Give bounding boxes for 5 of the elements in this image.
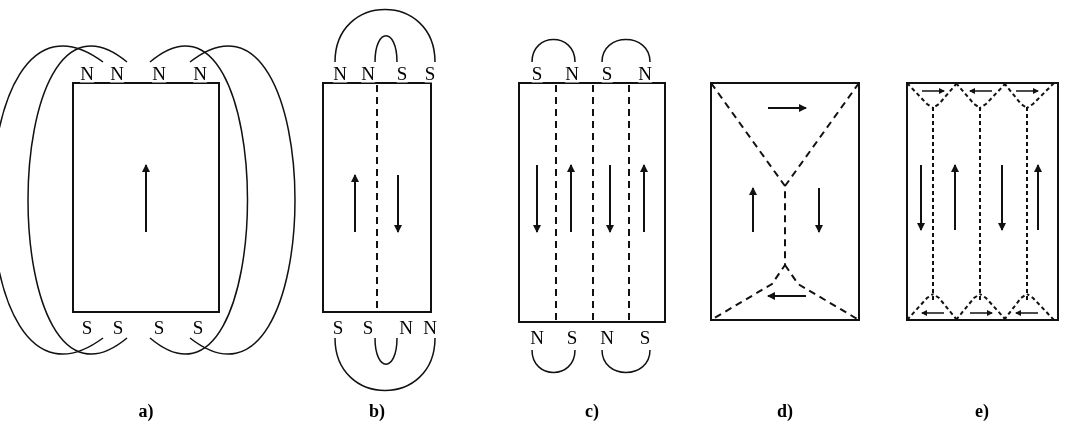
panel-label: c) <box>585 401 599 421</box>
panel-label: d) <box>777 401 793 421</box>
panel-label: e) <box>975 401 989 421</box>
panel-label: a) <box>138 401 154 421</box>
panel-label: b) <box>369 401 385 421</box>
